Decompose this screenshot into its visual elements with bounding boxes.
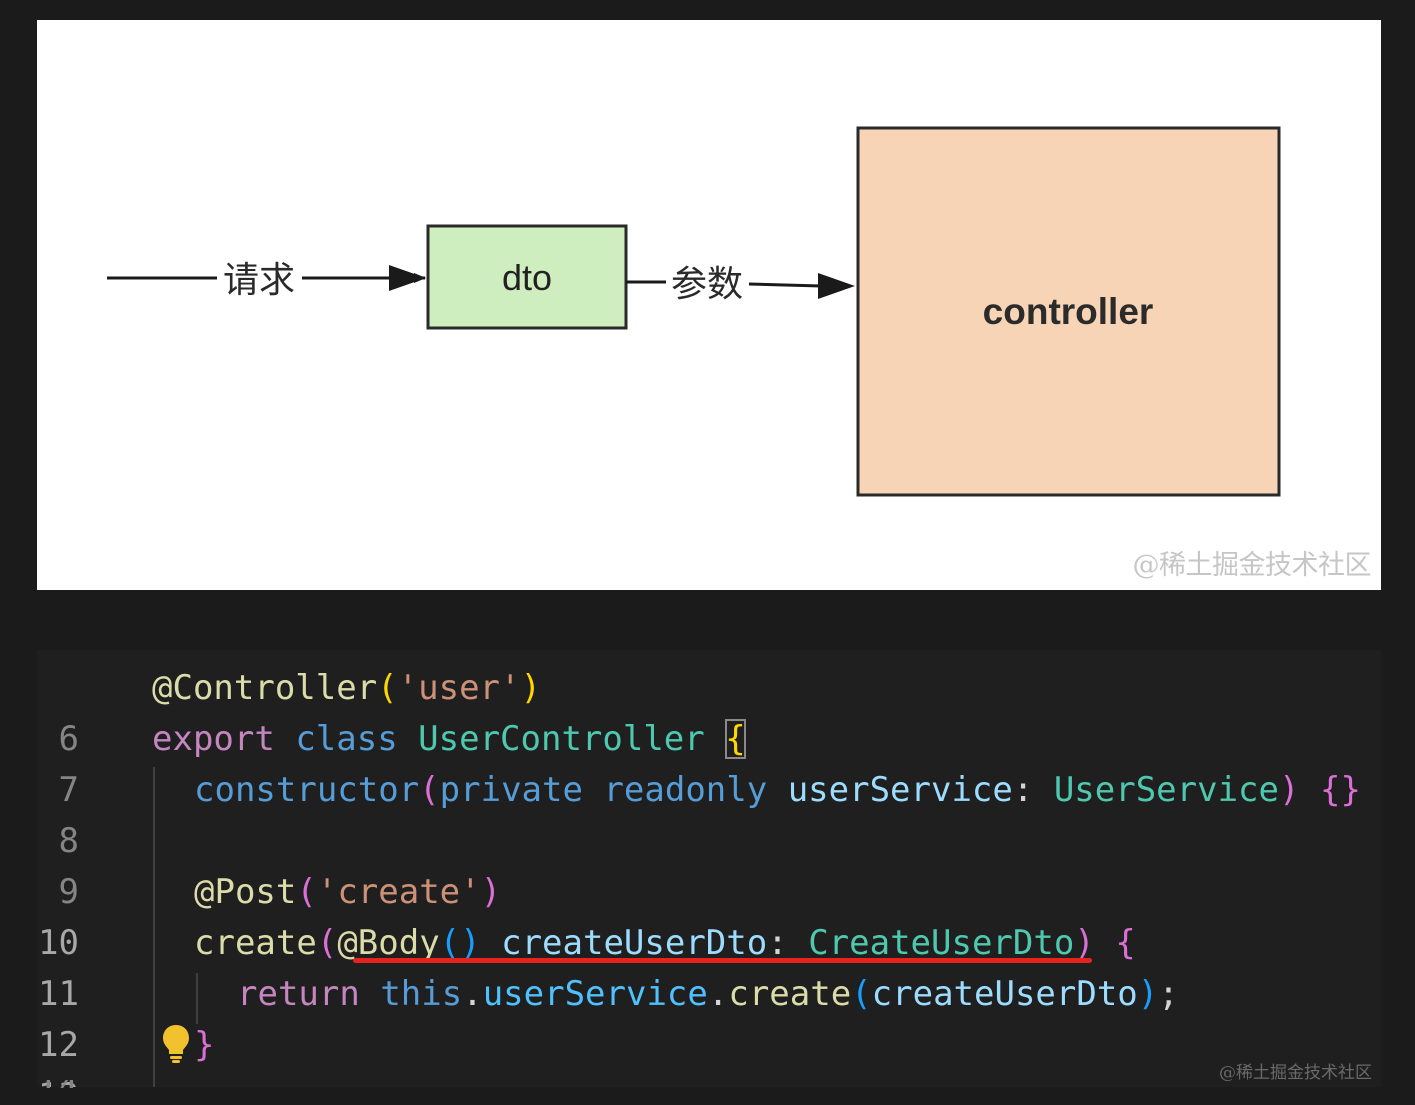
params-edge-label: 参数: [671, 264, 743, 305]
line-number: 6: [58, 719, 79, 759]
controller-node-label: controller: [983, 291, 1154, 332]
line-number: 11: [38, 974, 79, 1014]
diagram-watermark: @稀土掘金技术社区: [1132, 550, 1372, 581]
line-content: constructor(private readonly userService…: [194, 770, 1361, 810]
line-number: 9: [58, 872, 79, 912]
line-content: create(@Body() createUserDto: CreateUser…: [194, 923, 1136, 963]
diagram-canvas: 请求 dto 参数 controller: [107, 126, 1281, 497]
line-content: export class UserController {: [152, 719, 746, 759]
code-editor: 6 @Controller('user') 7 export class Use…: [37, 650, 1381, 1087]
code-line-12: 12 return this.userService.create(create…: [37, 969, 1381, 1065]
partial-line-number: 14: [37, 1080, 87, 1088]
lightbulb-icon[interactable]: [162, 1023, 190, 1063]
request-edge-label: 请求: [223, 260, 295, 301]
line-number: 12: [38, 1025, 79, 1065]
line-number: 10: [38, 923, 79, 963]
request-arrow-head: [389, 265, 426, 291]
code-line-11: 11 create(@Body() createUserDto: CreateU…: [37, 918, 1381, 1014]
highlight-underline: [353, 958, 1092, 963]
dto-node: [426, 224, 628, 330]
line-content: }: [194, 1025, 215, 1065]
code-line-10: 10 @Post('create'): [37, 867, 1381, 963]
line-number: 7: [58, 770, 79, 810]
indent-guide-method: [196, 973, 198, 1024]
line-content: @Controller('user'): [152, 668, 541, 708]
code-line-8: 8 constructor(private readonly userServi…: [37, 765, 1381, 861]
code-line-9: 9: [37, 816, 1381, 912]
params-arrow-shaft: [748, 282, 822, 288]
flow-diagram: 请求 dto 参数 controller @稀土掘金技术社区: [37, 20, 1381, 590]
line-content: @Post('create'): [194, 872, 502, 912]
indent-guide-class: [153, 767, 155, 1087]
code-watermark: @稀土掘金技术社区: [1219, 1063, 1372, 1083]
params-arrow-head: [818, 273, 855, 299]
controller-node: [856, 126, 1281, 497]
line-content: return this.userService.create(createUse…: [237, 974, 1179, 1014]
code-line-7: 7 export class UserController {: [37, 714, 1381, 810]
dto-node-label: dto: [502, 257, 552, 298]
matched-brace: {: [725, 719, 746, 759]
line-number: 8: [58, 821, 79, 861]
line-number: 13: [37, 1071, 79, 1087]
code-line-6: 6 @Controller('user'): [37, 663, 1381, 759]
code-line-13: 13 }: [37, 1020, 1381, 1087]
